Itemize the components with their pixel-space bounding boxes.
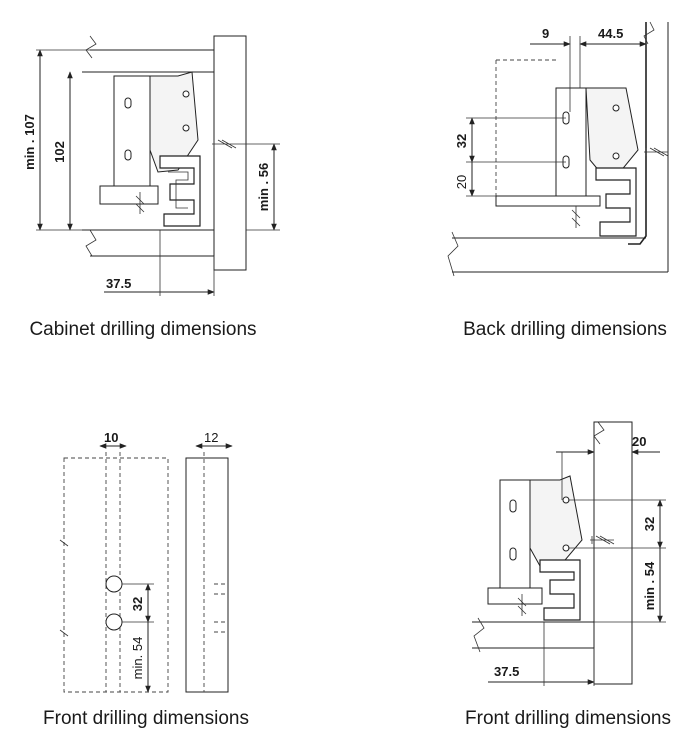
caption-back: Back drilling dimensions [463, 319, 667, 340]
drawer-side-profile [113, 75, 151, 187]
runner-profile [595, 167, 637, 237]
runner-inner [168, 171, 189, 209]
dim-10: 10 [104, 430, 118, 445]
slot-hole [509, 547, 517, 561]
caption-front-right: Front drilling dimensions [465, 708, 671, 729]
front-drilling-diagram-right: 20 32 min . 54 37.5 Front drilling dimen… [465, 421, 671, 729]
ext-lines [543, 622, 595, 686]
dim-32: 32 [130, 597, 145, 611]
base-board [472, 621, 594, 649]
side-hole-lines [203, 452, 228, 692]
cabinet-side-panel [213, 35, 247, 271]
bracket [585, 87, 639, 173]
ext-lines [569, 36, 647, 112]
ext-lines [122, 583, 154, 623]
bracket-hole [612, 152, 620, 160]
screw-icon [571, 206, 581, 228]
drawer-bottom [487, 587, 543, 605]
dim-12: 12 [204, 430, 218, 445]
break-marks [59, 539, 69, 637]
dim-375: 37.5 [106, 276, 131, 291]
cabinet-back-wall [628, 22, 647, 245]
drawer-back-panel [555, 87, 587, 197]
screw-icon [517, 594, 527, 616]
dim-min54: min. 54 [130, 637, 145, 680]
runner-profile [539, 559, 581, 621]
front-drilling-diagram-left: 10 32 min. 54 12 Front drilling dimensio… [43, 430, 249, 729]
dim-9: 9 [542, 26, 549, 41]
bracket-hole [612, 104, 620, 112]
drawer-side-profile [499, 479, 531, 589]
screw-icon [135, 192, 145, 214]
front-panel [593, 421, 633, 685]
ext-lines [466, 117, 566, 163]
dim-445: 44.5 [598, 26, 623, 41]
hole-centerlines [105, 452, 121, 692]
screw-icon [212, 139, 237, 149]
break-mark [593, 421, 605, 445]
dim-375: 37.5 [494, 664, 519, 679]
back-drilling-diagram: 9 44.5 32 20 Back drilling dimensions [447, 21, 669, 340]
dim-20: 20 [454, 175, 469, 189]
front-panel-side-view [185, 457, 229, 693]
break-mark-top [85, 35, 97, 59]
screw-icon [590, 535, 615, 545]
dim-min56: min . 56 [256, 163, 271, 211]
dim-32: 32 [454, 134, 469, 148]
dim-32: 32 [642, 517, 657, 531]
ext-lines [236, 143, 280, 231]
break-mark [473, 617, 485, 653]
bracket-hole [182, 124, 190, 132]
ext-lines [568, 499, 666, 549]
ext-lines [36, 49, 90, 231]
slot-hole [124, 97, 132, 109]
dim-min107: min . 107 [22, 114, 37, 170]
bracket [529, 475, 583, 567]
drawer-bottom [99, 185, 159, 205]
dim-min54: min . 54 [642, 561, 657, 610]
cabinet-drilling-diagram: min . 107 102 min . 56 37.5 Cabinet dril… [22, 35, 280, 340]
drawer-bottom [495, 195, 601, 207]
drill-hole [105, 575, 123, 593]
drawer-back-outline [495, 59, 556, 196]
screw-icon [644, 147, 669, 157]
dim-20: 20 [632, 434, 646, 449]
bracket-hole [182, 90, 190, 98]
slot-hole [509, 499, 517, 513]
break-mark-bottom [85, 229, 97, 257]
runner-profile [159, 155, 201, 227]
caption-front-left: Front drilling dimensions [43, 708, 249, 729]
drill-hole [105, 613, 123, 631]
base-board [452, 237, 668, 273]
slot-hole [124, 149, 132, 161]
break-mark [447, 231, 459, 277]
caption-cabinet: Cabinet drilling dimensions [29, 319, 256, 340]
ext-lines [159, 230, 215, 296]
front-panel-outline [63, 457, 169, 693]
dim-102: 102 [52, 141, 67, 163]
